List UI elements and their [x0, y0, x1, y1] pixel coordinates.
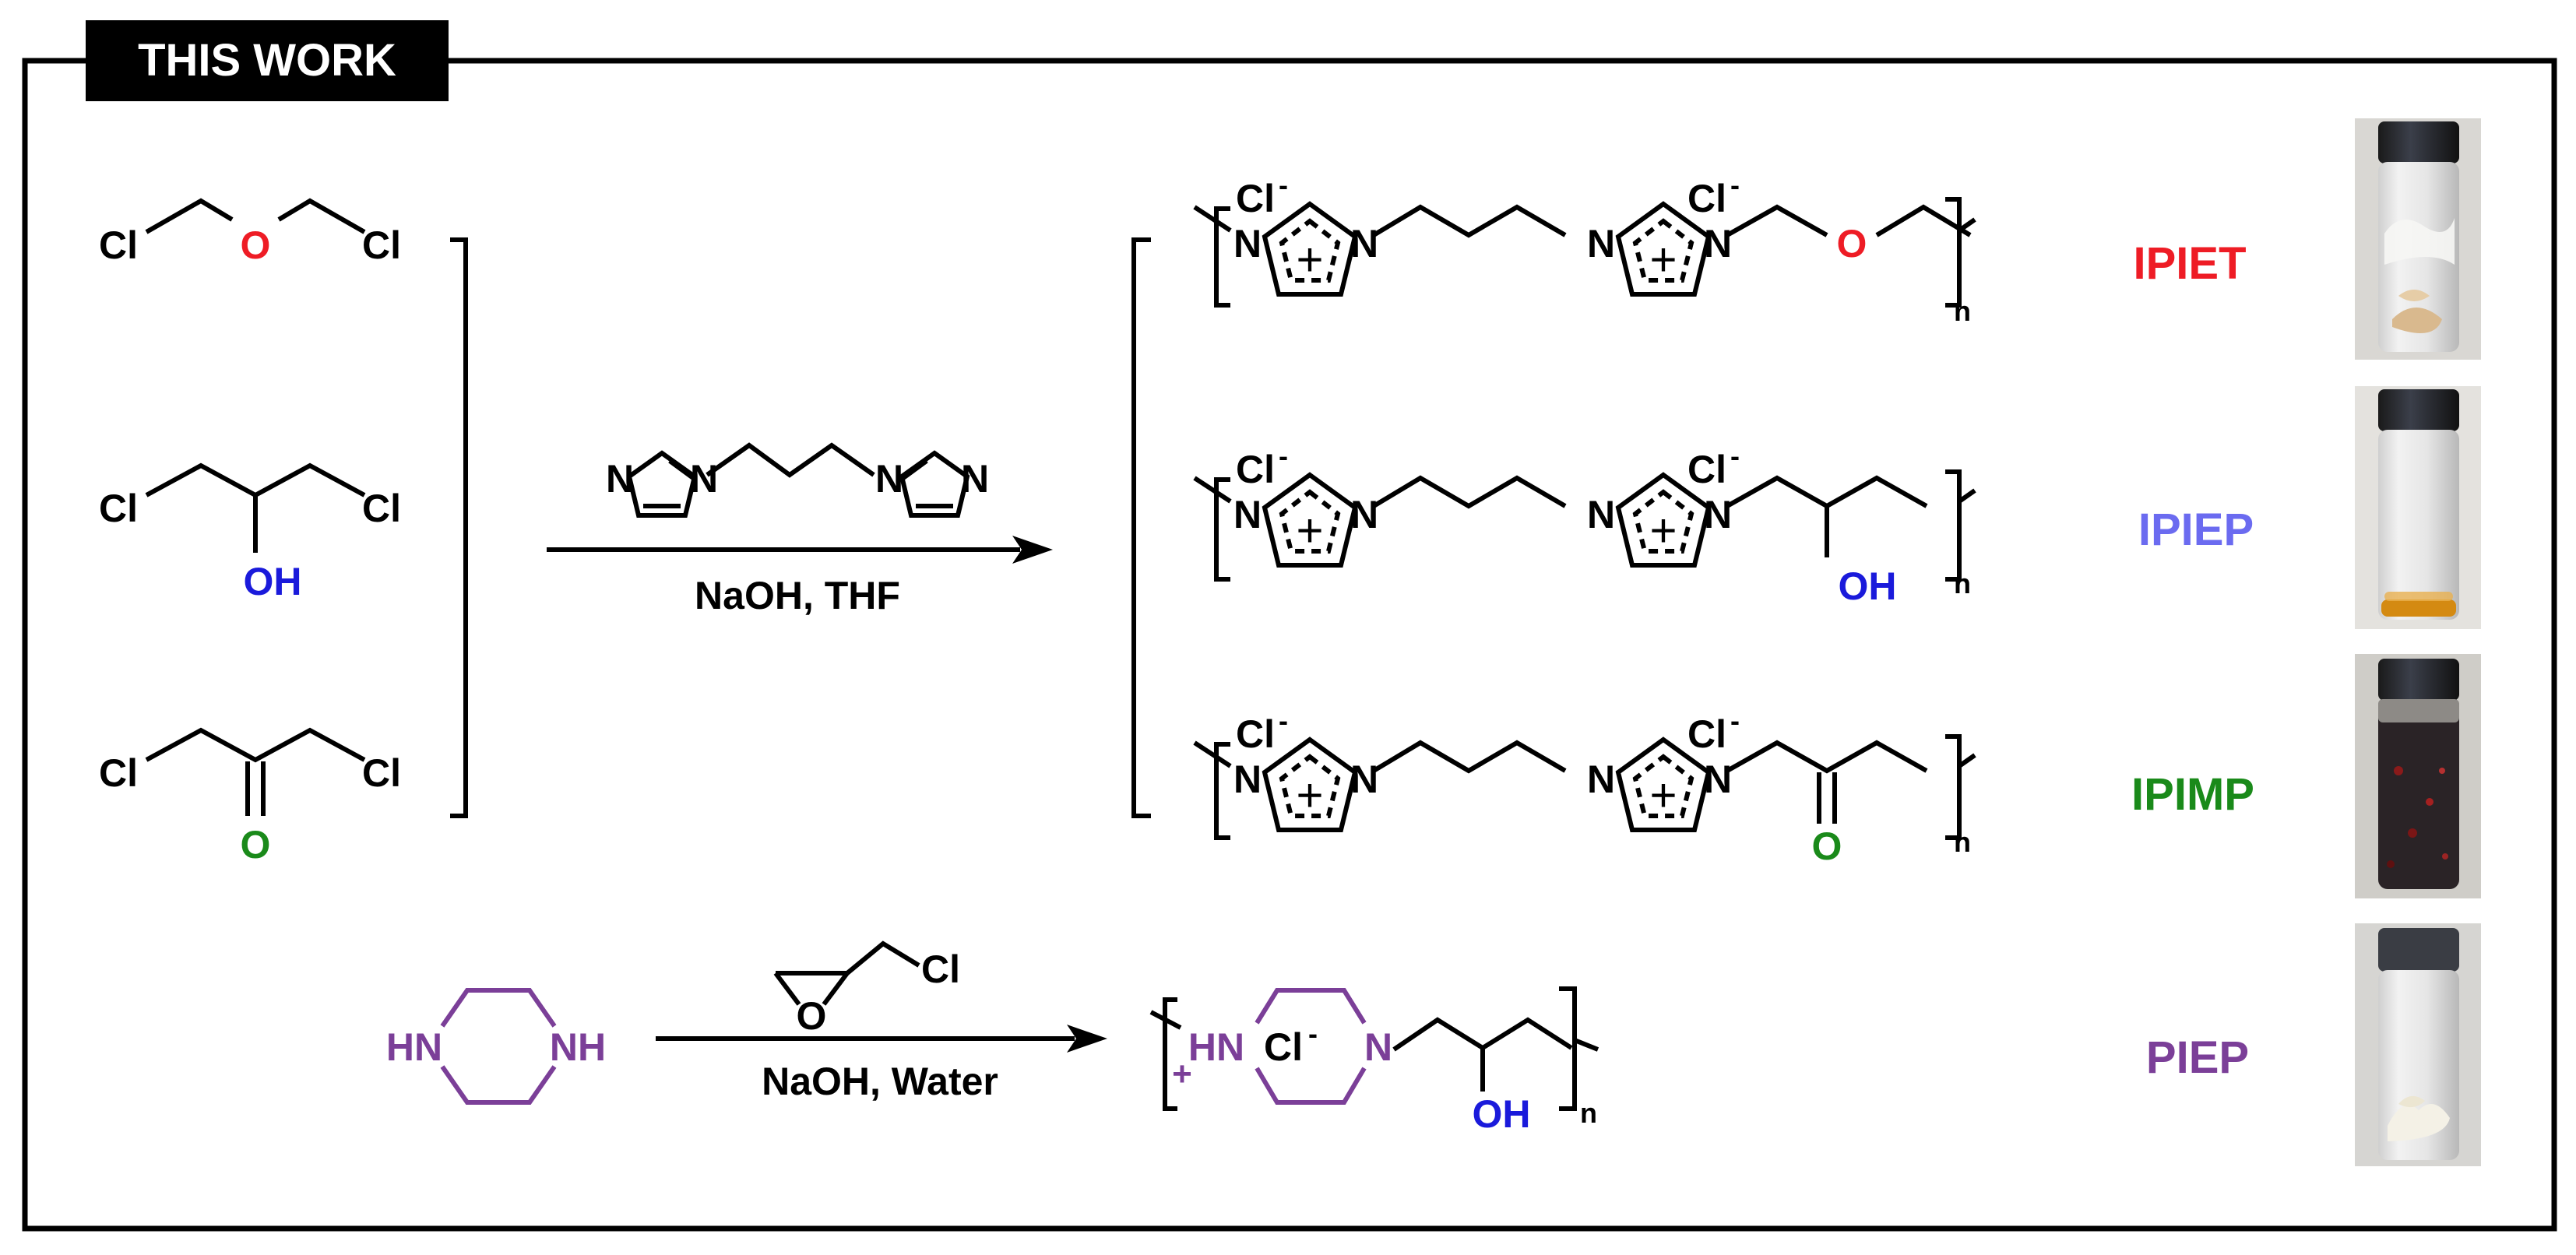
- atom-o-ketone: O: [1812, 824, 1842, 868]
- polymer-IPIEP-structure: N N N N + + Cl - Cl - OH n: [1193, 440, 1976, 608]
- reactant-bis-chloromethyl-ether: [145, 198, 366, 234]
- reactant-dichloroacetone: [145, 727, 366, 816]
- header-title: THIS WORK: [138, 35, 396, 86]
- repeat-n: n: [1954, 568, 1971, 599]
- product-label-PIEP: PIEP: [2146, 1032, 2249, 1083]
- vial-photo-IPIEP: [2355, 386, 2481, 629]
- repeat-n: n: [1954, 295, 1971, 327]
- atom-n: N: [606, 457, 634, 501]
- atom-cl: Cl: [99, 487, 138, 530]
- chloride-counterion: Cl: [1236, 448, 1275, 491]
- atom-n: N: [1704, 758, 1732, 801]
- ring-plus: +: [1296, 769, 1323, 821]
- atom-hn: HN: [1188, 1025, 1244, 1069]
- atom-n: N: [1364, 1025, 1392, 1069]
- chloride-counterion: Cl: [1264, 1025, 1303, 1069]
- minus-sign: -: [1308, 1018, 1318, 1049]
- atom-n: N: [1350, 493, 1378, 536]
- atom-n: N: [961, 457, 989, 501]
- reaction-1-conditions: NaOH, THF: [695, 574, 900, 617]
- reaction-arrow-2-head: [1067, 1025, 1107, 1053]
- atom-n: N: [1350, 758, 1378, 801]
- scheme-frame: [22, 58, 2557, 1232]
- atom-o-ether: O: [241, 223, 271, 267]
- repeat-n: n: [1580, 1097, 1597, 1129]
- reactant-piperazine: [440, 988, 557, 1105]
- repeat-n: n: [1954, 826, 1971, 858]
- atom-n: N: [1350, 222, 1378, 265]
- product-bracket: [1131, 237, 1151, 818]
- atom-o-ketone: O: [241, 823, 271, 867]
- product-label-IPIET: IPIET: [2133, 238, 2246, 289]
- chloride-counterion: Cl: [1236, 177, 1275, 220]
- atom-n: N: [1704, 493, 1732, 536]
- ring-plus: +: [1649, 504, 1677, 557]
- atom-n: N: [1587, 222, 1615, 265]
- reactant-dichloropropanol: [145, 462, 366, 553]
- atom-n: N: [875, 457, 903, 501]
- atom-cl: Cl: [99, 751, 138, 795]
- product-label-IPIEP: IPIEP: [2138, 504, 2254, 555]
- polymer-IPIET-structure: N N N N + + Cl - Cl - O n: [1193, 169, 1976, 327]
- minus-sign: -: [1279, 705, 1288, 736]
- ammonium-plus: +: [1172, 1055, 1192, 1093]
- atom-n: N: [1587, 493, 1615, 536]
- ring-plus: +: [1649, 234, 1677, 286]
- minus-sign: -: [1279, 169, 1288, 201]
- atom-n: N: [690, 457, 718, 501]
- ring-plus: +: [1296, 504, 1323, 557]
- atom-cl: Cl: [362, 751, 401, 795]
- atom-n: N: [1233, 222, 1262, 265]
- ring-plus: +: [1649, 769, 1677, 821]
- vial-photo-IPIMP: [2355, 654, 2481, 898]
- ring-plus: +: [1296, 234, 1323, 286]
- atom-cl: Cl: [921, 947, 960, 991]
- atom-n: N: [1233, 758, 1262, 801]
- reaction-arrow-1-head: [1012, 536, 1053, 564]
- atom-oh: OH: [1473, 1092, 1531, 1136]
- atom-oh: OH: [1839, 564, 1897, 608]
- header-tag: [86, 20, 449, 101]
- vial-photo-IPIET: [2355, 118, 2481, 360]
- atom-cl: Cl: [99, 223, 138, 267]
- atom-hn: HN: [386, 1025, 442, 1069]
- chloride-counterion: Cl: [1687, 712, 1726, 756]
- atom-n: N: [1233, 493, 1262, 536]
- minus-sign: -: [1279, 440, 1288, 472]
- minus-sign: -: [1730, 705, 1740, 736]
- atom-o-ether: O: [1837, 222, 1867, 265]
- chloride-counterion: Cl: [1687, 448, 1726, 491]
- minus-sign: -: [1730, 440, 1740, 472]
- atom-nh: NH: [550, 1025, 606, 1069]
- atom-n: N: [1587, 758, 1615, 801]
- product-label-IPIMP: IPIMP: [2131, 769, 2254, 820]
- reagent-epichlorohydrin: [773, 940, 920, 1006]
- chloride-counterion: Cl: [1236, 712, 1275, 756]
- atom-cl: Cl: [362, 487, 401, 530]
- reactant-bracket: [450, 237, 468, 818]
- atom-cl: Cl: [362, 223, 401, 267]
- atom-o-epoxide: O: [797, 994, 827, 1038]
- vial-photo-PIEP: [2355, 923, 2481, 1166]
- atom-n: N: [1704, 222, 1732, 265]
- chloride-counterion: Cl: [1687, 177, 1726, 220]
- atom-oh: OH: [244, 560, 302, 603]
- polymer-PIEP-structure: + HN Cl - N OH n: [1149, 986, 1599, 1136]
- reagent-bis-imidazolylpropane: [626, 442, 970, 518]
- polymer-IPIMP-structure: N N N N + + Cl - Cl - O n: [1193, 705, 1976, 868]
- reaction-2-conditions: NaOH, Water: [762, 1060, 998, 1103]
- minus-sign: -: [1730, 169, 1740, 201]
